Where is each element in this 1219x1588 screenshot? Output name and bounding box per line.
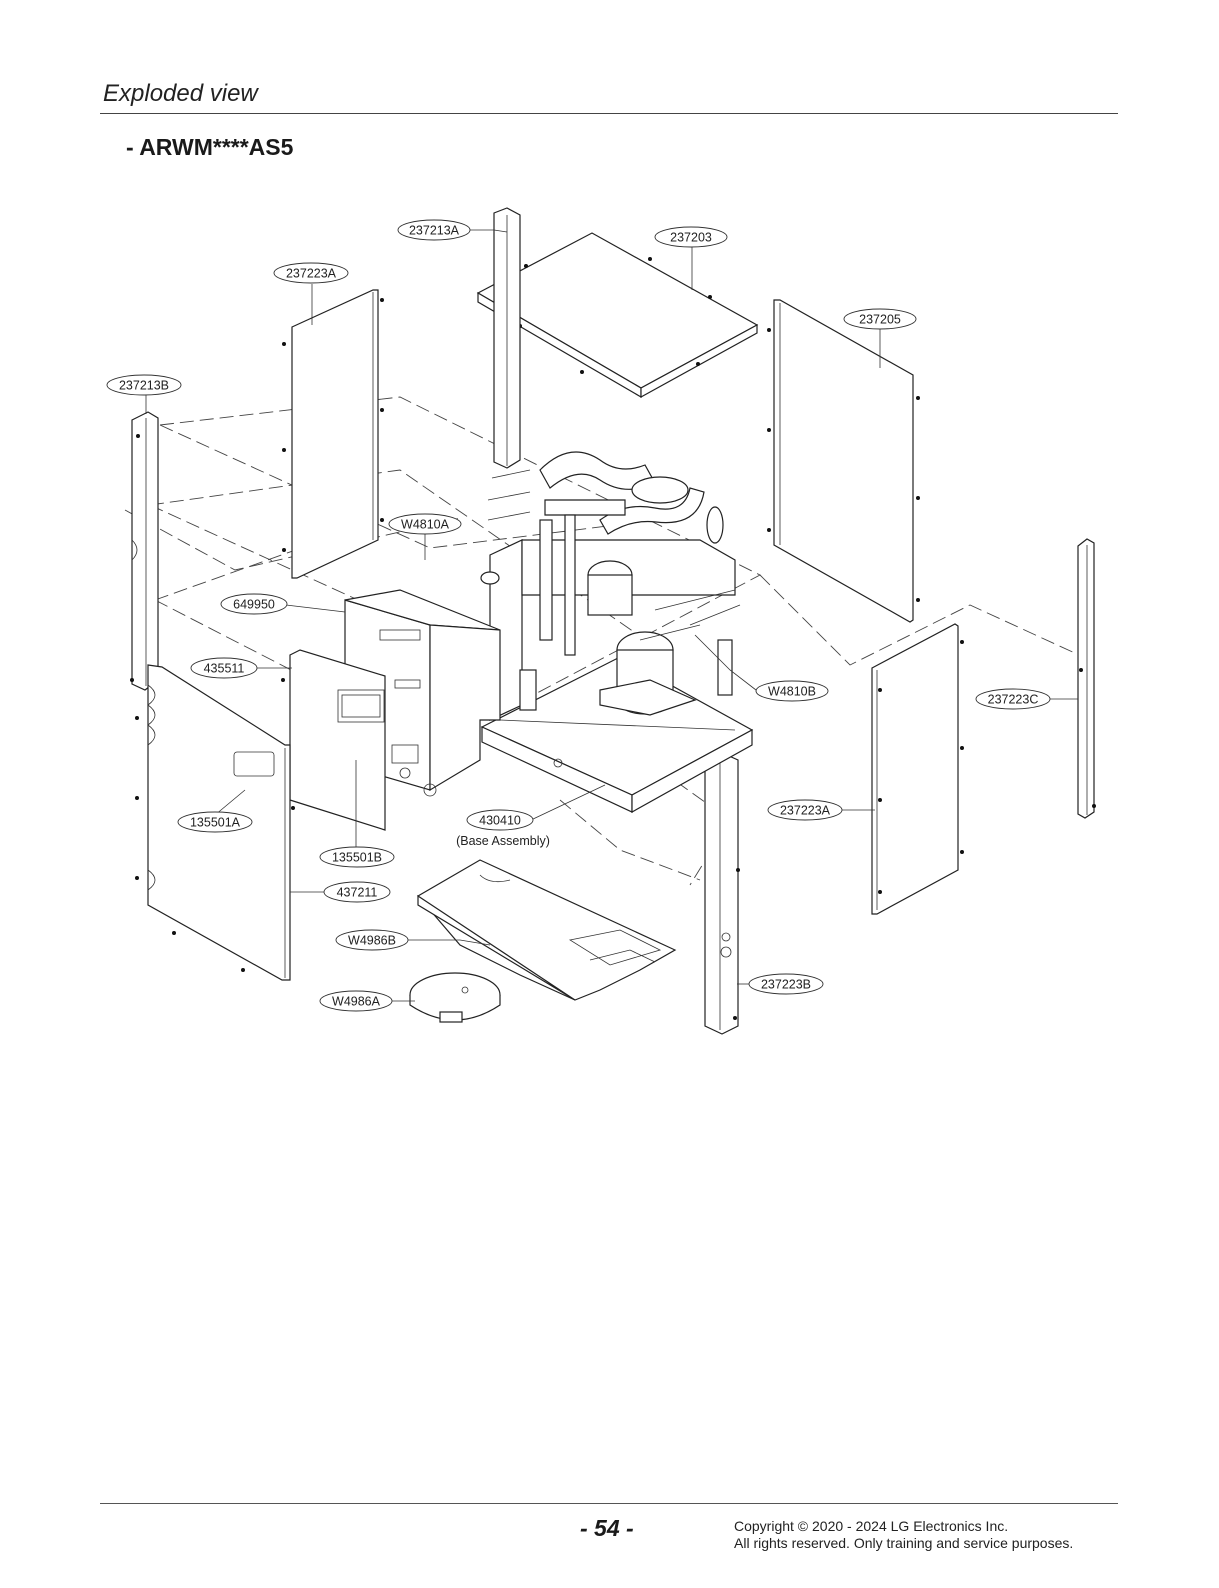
leader-lines <box>145 229 1078 1002</box>
callout-435511: 435511 <box>190 657 258 679</box>
svg-text:237223A: 237223A <box>780 804 831 818</box>
callout-W4986B: W4986B <box>335 929 409 951</box>
svg-text:430410: 430410 <box>479 814 521 828</box>
front-right-column <box>704 751 740 1035</box>
callout-237223A-top: 237223A <box>273 262 349 284</box>
callout-W4810A: W4810A <box>388 513 462 535</box>
copyright-line-2: All rights reserved. Only training and s… <box>734 1535 1074 1551</box>
assembly-guide-lines <box>124 396 1091 886</box>
svg-text:649950: 649950 <box>233 598 275 612</box>
callout-W4986A: W4986A <box>319 990 393 1012</box>
right-side-panel <box>871 623 964 915</box>
callout-237205: 237205 <box>843 308 917 330</box>
svg-text:W4986A: W4986A <box>332 995 381 1009</box>
svg-text:435511: 435511 <box>204 662 245 676</box>
copyright-line-1: Copyright © 2020 - 2024 LG Electronics I… <box>734 1518 1009 1534</box>
callout-237223C: 237223C <box>975 688 1051 710</box>
footer-rule <box>100 1503 1118 1504</box>
callout-237213A: 237213A <box>397 219 471 241</box>
base-assembly <box>480 656 754 814</box>
copyright-notice: Copyright © 2020 - 2024 LG Electronics I… <box>734 1518 1073 1552</box>
svg-text:(Base Assembly): (Base Assembly) <box>456 834 550 848</box>
svg-text:437211: 437211 <box>337 886 378 900</box>
back-left-column <box>493 207 528 469</box>
section-title: Exploded view <box>103 80 258 107</box>
svg-text:237205: 237205 <box>859 313 901 327</box>
header-rule <box>100 113 1118 114</box>
callout-237223B: 237223B <box>748 973 824 995</box>
callout-135501B: 135501B <box>319 846 395 868</box>
callout-237203: 237203 <box>654 226 728 248</box>
callout-237213B: 237213B <box>106 374 182 396</box>
callout-237223A-right: 237223A <box>767 799 843 821</box>
left-front-column <box>130 411 159 691</box>
callout-649950: 649950 <box>220 593 288 615</box>
left-back-panel <box>282 289 384 579</box>
svg-text:W4986B: W4986B <box>348 934 396 948</box>
callout-437211: 437211 <box>323 881 391 903</box>
callout-430410: 430410 (Base Assembly) <box>456 809 550 848</box>
right-back-panel <box>767 299 920 623</box>
model-title: - ARWM****AS5 <box>126 134 294 160</box>
control-box-cover <box>281 649 437 831</box>
svg-text:237203: 237203 <box>670 231 712 245</box>
svg-text:W4810B: W4810B <box>768 685 816 699</box>
svg-text:237223C: 237223C <box>988 693 1039 707</box>
exploded-view-diagram: 237213A 237203 237223A 237205 237213B W4… <box>106 207 1096 1035</box>
callout-135501A: 135501A <box>177 811 253 833</box>
svg-text:135501A: 135501A <box>190 816 241 830</box>
svg-text:237223A: 237223A <box>286 267 337 281</box>
drain-pan <box>417 859 677 1001</box>
svg-text:W4810A: W4810A <box>401 518 450 532</box>
right-side-column <box>1077 538 1096 819</box>
svg-text:237213B: 237213B <box>119 379 169 393</box>
page-number: - 54 - <box>580 1515 634 1541</box>
svg-text:237223B: 237223B <box>761 978 811 992</box>
svg-text:237213A: 237213A <box>409 224 460 238</box>
callout-W4810B: W4810B <box>755 680 829 702</box>
svg-text:135501B: 135501B <box>332 851 382 865</box>
refrigerant-cycle-assembly <box>480 451 741 721</box>
base-heater <box>409 972 501 1023</box>
